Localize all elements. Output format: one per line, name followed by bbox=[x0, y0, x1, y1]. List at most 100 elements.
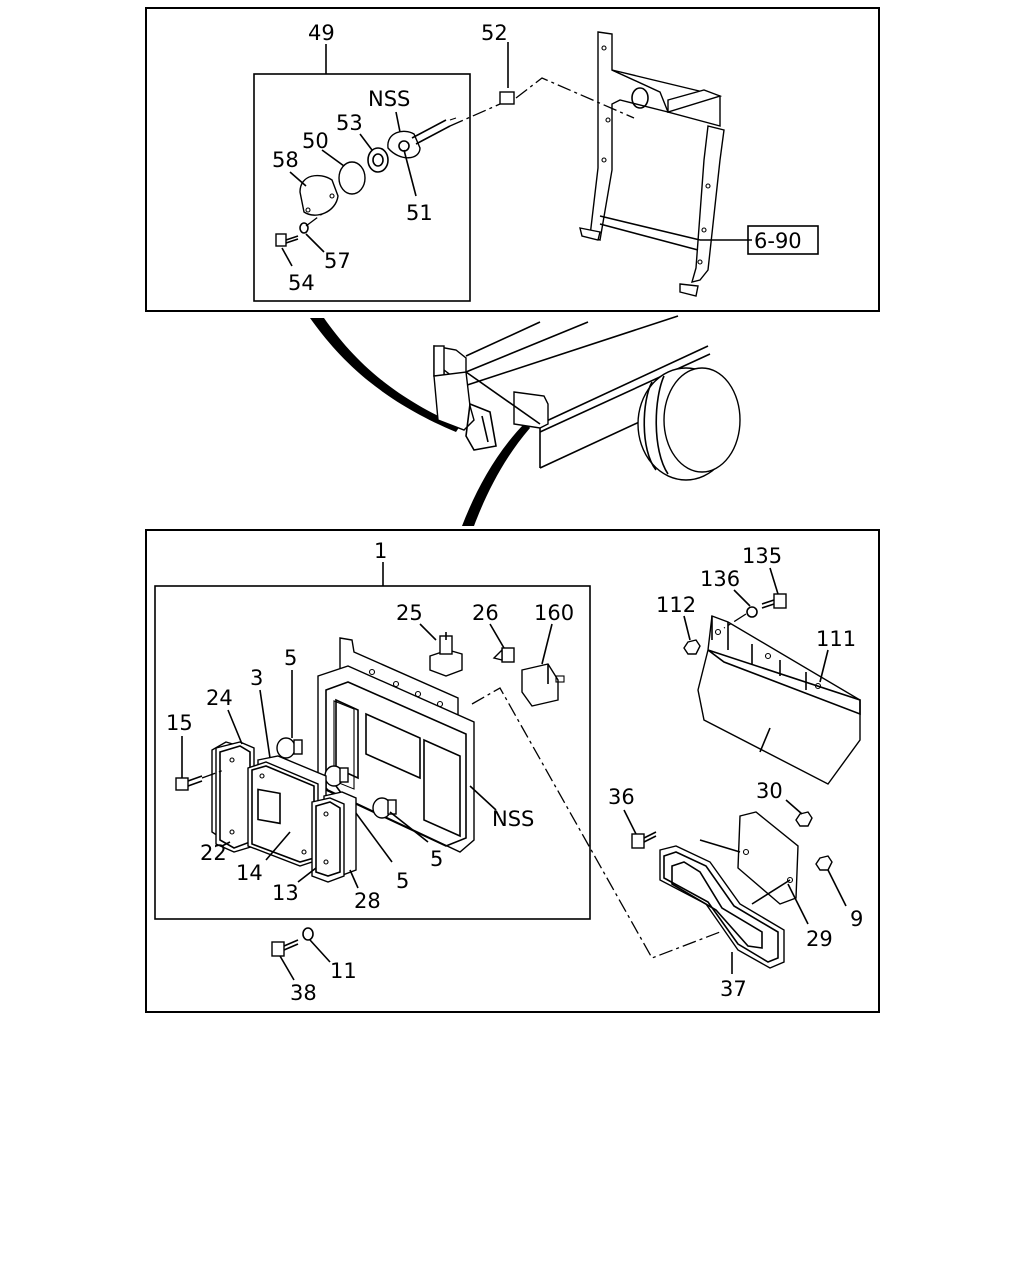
washer-57-icon bbox=[299, 222, 309, 234]
leader-nss-top bbox=[395, 111, 401, 133]
combination-lamp-box bbox=[154, 585, 591, 920]
label-5-lower: 5 bbox=[430, 847, 443, 871]
leader-11 bbox=[309, 939, 331, 963]
label-52: 52 bbox=[481, 21, 508, 45]
bolt-52-icon bbox=[499, 42, 515, 105]
label-22: 22 bbox=[200, 841, 227, 865]
label-6-90: 6-90 bbox=[754, 229, 802, 253]
label-30: 30 bbox=[756, 779, 783, 803]
leader-54 bbox=[281, 247, 293, 267]
bulb-5-upper-icon bbox=[276, 737, 303, 759]
leader-22 bbox=[221, 841, 231, 847]
bulb-50-icon bbox=[338, 161, 366, 195]
washer-53-icon bbox=[367, 147, 389, 173]
pointer-to-bottom-panel bbox=[462, 422, 530, 526]
label-15: 15 bbox=[166, 711, 193, 735]
lens-14-icon bbox=[247, 755, 327, 867]
socket-25-icon bbox=[429, 632, 463, 677]
label-13: 13 bbox=[272, 881, 299, 905]
relay-160-icon bbox=[521, 663, 565, 707]
label-136: 136 bbox=[700, 567, 740, 591]
label-25: 25 bbox=[396, 601, 423, 625]
washer-136-icon bbox=[746, 606, 758, 618]
lamp-socket-51-icon bbox=[387, 117, 457, 159]
link-37-29-bottom bbox=[751, 879, 791, 905]
nut-112-icon bbox=[683, 639, 701, 655]
plate-29-icon bbox=[737, 811, 799, 905]
nut-9-icon bbox=[815, 855, 833, 871]
label-5-middle: 5 bbox=[396, 869, 409, 893]
leader-53 bbox=[359, 133, 373, 151]
label-1: 1 bbox=[374, 539, 387, 563]
bulb-5-middle-icon bbox=[324, 765, 349, 787]
leader-26 bbox=[489, 623, 505, 649]
bottom-panel: 1 135 136 112 111 25 26 160 5 24 3 15 NS… bbox=[145, 529, 880, 1013]
label-26: 26 bbox=[472, 601, 499, 625]
leader-135 bbox=[769, 567, 779, 595]
label-14: 14 bbox=[236, 861, 263, 885]
label-54: 54 bbox=[288, 271, 315, 295]
leader-112 bbox=[683, 615, 691, 641]
bolt-36-icon bbox=[631, 831, 657, 849]
label-29: 29 bbox=[806, 927, 833, 951]
bulb-5-lower-icon bbox=[372, 797, 397, 819]
leader-9 bbox=[827, 869, 847, 907]
nut-30-icon bbox=[795, 811, 813, 827]
label-nss-bottom: NSS bbox=[492, 807, 534, 831]
lens-13-icon bbox=[311, 791, 357, 883]
leader-24 bbox=[227, 709, 243, 745]
leader-36 bbox=[623, 809, 637, 835]
leader-50 bbox=[321, 149, 345, 167]
label-24: 24 bbox=[206, 686, 233, 710]
leader-136 bbox=[733, 589, 751, 607]
leader-57 bbox=[305, 233, 325, 253]
spare-wheel-icon bbox=[637, 367, 741, 481]
screw-54-icon bbox=[275, 233, 299, 247]
label-57: 57 bbox=[324, 249, 351, 273]
label-58: 58 bbox=[272, 148, 299, 172]
leader-30 bbox=[785, 799, 803, 815]
dash-leader-136 bbox=[723, 613, 747, 629]
label-38: 38 bbox=[290, 981, 317, 1005]
reference-box-6-90 bbox=[747, 225, 819, 255]
leader-38 bbox=[279, 955, 295, 981]
leader-5-lower bbox=[389, 811, 429, 843]
leader-28 bbox=[349, 869, 359, 889]
label-50: 50 bbox=[302, 129, 329, 153]
label-nss-top: NSS bbox=[368, 87, 410, 111]
leader-3 bbox=[259, 689, 271, 759]
leader-25 bbox=[419, 623, 437, 641]
link-37-29-top bbox=[699, 839, 741, 853]
leader-58 bbox=[289, 171, 307, 187]
bolt-135-icon bbox=[761, 593, 787, 609]
leader-13 bbox=[297, 867, 317, 883]
label-49: 49 bbox=[308, 21, 335, 45]
leader-111 bbox=[819, 649, 829, 683]
label-36: 36 bbox=[608, 785, 635, 809]
label-112: 112 bbox=[656, 593, 696, 617]
bracket-111-icon bbox=[697, 615, 861, 785]
top-panel: 49 52 NSS 53 50 58 51 57 54 6-90 bbox=[145, 7, 880, 312]
label-53: 53 bbox=[336, 111, 363, 135]
washer-11-icon bbox=[302, 927, 314, 941]
label-28: 28 bbox=[354, 889, 381, 913]
dash-leader-nss-top bbox=[449, 103, 501, 127]
label-51: 51 bbox=[406, 201, 433, 225]
leader-160 bbox=[541, 623, 553, 665]
top-panel-frame bbox=[145, 7, 880, 312]
bottom-panel-frame bbox=[145, 529, 880, 1013]
vehicle-rear-view bbox=[310, 315, 741, 526]
lamp-bracket bbox=[579, 31, 752, 297]
label-135: 135 bbox=[742, 544, 782, 568]
label-111: 111 bbox=[816, 627, 856, 651]
leader-29 bbox=[787, 883, 809, 925]
screw-26-icon bbox=[492, 647, 515, 663]
dash-leader-15 bbox=[201, 769, 225, 779]
reflector-37-icon bbox=[659, 845, 785, 969]
label-5-upper: 5 bbox=[284, 646, 297, 670]
lens-58-icon bbox=[299, 174, 339, 216]
dash-leader-52 bbox=[515, 77, 635, 119]
label-11: 11 bbox=[330, 959, 357, 983]
